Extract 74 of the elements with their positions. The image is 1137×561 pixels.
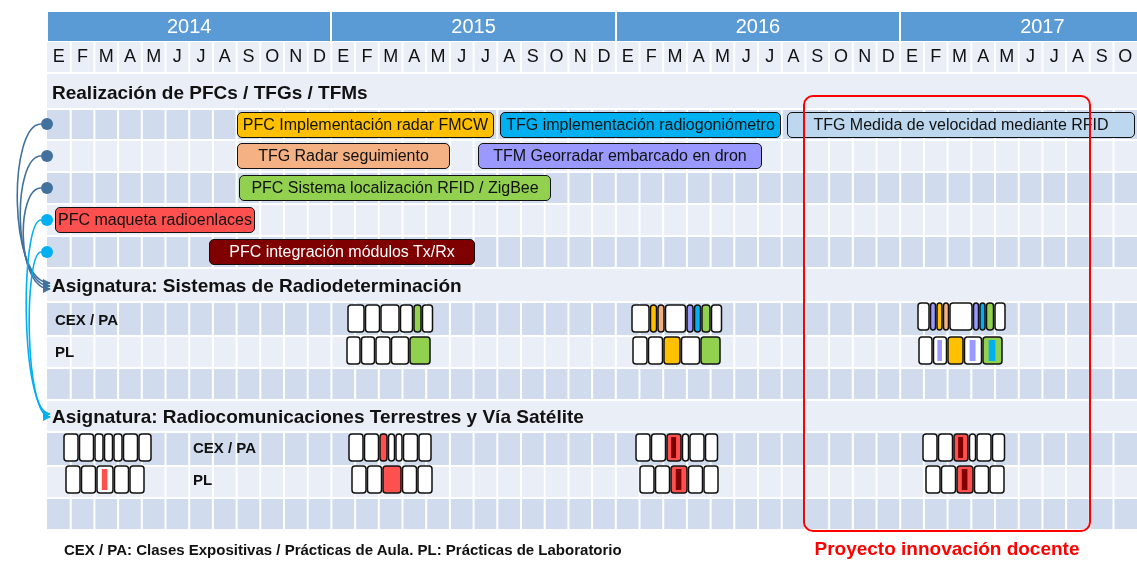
month-label: M bbox=[666, 46, 684, 67]
month-label: A bbox=[122, 46, 137, 67]
year-header: 2016 bbox=[616, 12, 900, 41]
month-label: A bbox=[976, 46, 991, 67]
arrow bbox=[25, 219, 51, 415]
project-bar: TFG implementación radiogoniómetro bbox=[500, 112, 781, 138]
row-label: PL bbox=[55, 343, 75, 360]
row-label: PL bbox=[193, 471, 213, 488]
month-label: E bbox=[51, 46, 66, 67]
month-label: F bbox=[644, 46, 658, 67]
month-label: M bbox=[145, 46, 163, 67]
month-label: J bbox=[171, 46, 183, 67]
month-label: O bbox=[832, 46, 849, 67]
frame-caption: Proyecto innovación docente bbox=[813, 538, 1081, 560]
month-label: M bbox=[429, 46, 447, 67]
connector-dot bbox=[41, 246, 53, 258]
month-label: E bbox=[905, 46, 920, 67]
connector-dot bbox=[41, 150, 53, 162]
connector-dot bbox=[41, 214, 53, 226]
month-label: A bbox=[1070, 46, 1085, 67]
project-bar: PFC integración módulos Tx/Rx bbox=[209, 239, 475, 265]
month-label: J bbox=[1048, 46, 1060, 67]
month-label: A bbox=[691, 46, 706, 67]
project-bar: PFC Implementación radar FMCW bbox=[237, 112, 494, 138]
month-label: S bbox=[241, 46, 256, 67]
month-label: J bbox=[456, 46, 468, 67]
row-label: CEX / PA bbox=[55, 311, 119, 328]
arrow bbox=[19, 155, 51, 288]
month-label: N bbox=[288, 46, 304, 67]
month-label: M bbox=[382, 46, 400, 67]
month-label: M bbox=[97, 46, 115, 67]
month-label: A bbox=[786, 46, 801, 67]
month-label: O bbox=[264, 46, 281, 67]
month-label: A bbox=[407, 46, 422, 67]
connector-dot bbox=[41, 182, 53, 194]
month-label: J bbox=[195, 46, 207, 67]
month-label: A bbox=[502, 46, 517, 67]
month-label: N bbox=[572, 46, 588, 67]
month-label: J bbox=[740, 46, 752, 67]
year-header: 2017 bbox=[901, 12, 1137, 41]
month-label: J bbox=[764, 46, 776, 67]
connector-dot bbox=[41, 118, 53, 130]
arrow bbox=[28, 251, 51, 418]
row-label: CEX / PA bbox=[193, 439, 257, 456]
month-label: E bbox=[620, 46, 635, 67]
project-bar: PFC maqueta radioenlaces bbox=[55, 207, 255, 233]
project-bar: TFG Radar seguimiento bbox=[237, 143, 450, 169]
month-label: S bbox=[810, 46, 825, 67]
month-label: D bbox=[596, 46, 612, 67]
arrow bbox=[22, 187, 51, 292]
month-label: J bbox=[479, 46, 491, 67]
month-label: S bbox=[525, 46, 540, 67]
month-label: F bbox=[360, 46, 374, 67]
project-bar: PFC Sistema localización RFID / ZigBee bbox=[239, 175, 551, 201]
month-label: D bbox=[312, 46, 328, 67]
month-label: F bbox=[76, 46, 90, 67]
month-label: A bbox=[217, 46, 232, 67]
month-label: J bbox=[1025, 46, 1037, 67]
year-header: 2015 bbox=[332, 12, 615, 41]
month-label: M bbox=[713, 46, 731, 67]
year-header: 2014 bbox=[48, 12, 331, 41]
caption: CEX / PA: Clases Expositivas / Prácticas de Aula. PL: Prácticas de Laboratorio bbox=[64, 541, 622, 558]
month-label: D bbox=[880, 46, 896, 67]
month-label: O bbox=[548, 46, 565, 67]
month-label: M bbox=[998, 46, 1016, 67]
month-label: E bbox=[336, 46, 351, 67]
month-label: S bbox=[1094, 46, 1109, 67]
month-label: N bbox=[857, 46, 873, 67]
month-label: M bbox=[950, 46, 968, 67]
month-label: F bbox=[929, 46, 943, 67]
section-heading: Realización de PFCs / TFGs / TFMs bbox=[52, 82, 368, 104]
month-label: O bbox=[1117, 46, 1134, 67]
project-bar: TFM Georradar embarcado en dron bbox=[478, 143, 762, 169]
arrow bbox=[16, 123, 51, 285]
